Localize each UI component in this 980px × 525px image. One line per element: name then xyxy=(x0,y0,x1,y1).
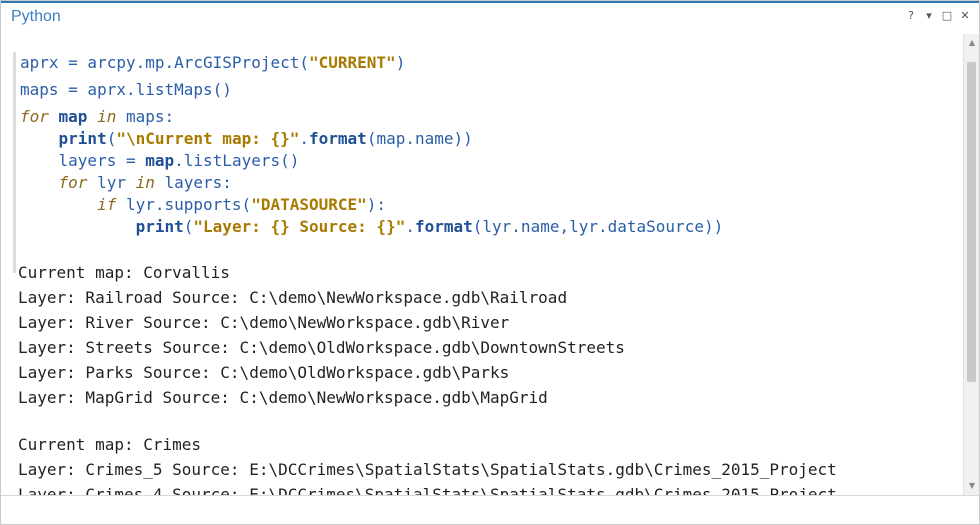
code-text: . xyxy=(299,129,310,148)
code-text: ( xyxy=(106,129,117,148)
console-transcript[interactable]: aprx = arcpy.mp.ArcGISProject("CURRENT")… xyxy=(1,34,963,495)
output-line: Layer: Railroad Source: C:\demo\NewWorks… xyxy=(18,288,568,307)
code-indent xyxy=(20,195,97,214)
code-text: ) xyxy=(395,53,406,72)
output-line: Current map: Corvallis xyxy=(18,263,230,282)
window-title: Python xyxy=(11,8,61,25)
code-line: aprx = arcpy.mp.ArcGISProject("CURRENT") xyxy=(20,52,405,74)
output-line: Layer: Parks Source: C:\demo\OldWorkspac… xyxy=(18,363,510,382)
maximize-icon[interactable]: □ xyxy=(941,9,953,22)
chevron-down-icon[interactable]: ▾ xyxy=(926,9,932,22)
code-text: (map.name)) xyxy=(366,129,473,148)
code-keyword: in xyxy=(135,173,155,192)
output-line: Layer: Crimes_5 Source: E:\DCCrimes\Spat… xyxy=(18,460,837,479)
code-function: print xyxy=(135,217,184,236)
code-line: print("\nCurrent map: {}".format(map.nam… xyxy=(20,128,473,150)
python-input-field[interactable] xyxy=(1,495,979,524)
code-input-block: aprx = arcpy.mp.ArcGISProject("CURRENT")… xyxy=(13,52,959,273)
code-indent xyxy=(20,173,59,192)
code-function: format xyxy=(414,217,473,236)
code-identifier: map xyxy=(48,107,98,126)
help-icon[interactable]: ? xyxy=(908,9,914,22)
code-text: layers: xyxy=(154,173,232,192)
vertical-scrollbar[interactable]: ▲ ▼ xyxy=(963,34,979,495)
code-text: layers = xyxy=(58,151,146,170)
code-text: ( xyxy=(183,217,194,236)
code-line: if lyr.supports("DATASOURCE"): xyxy=(20,194,386,216)
title-bar: Python ? ▾ □ ✕ xyxy=(1,1,979,34)
code-line: for map in maps: xyxy=(20,106,174,128)
output-line: Layer: River Source: C:\demo\NewWorkspac… xyxy=(18,313,510,332)
code-indent xyxy=(20,151,59,170)
output-line: Current map: Crimes xyxy=(18,435,202,454)
output-line: Layer: Crimes_4 Source: E:\DCCrimes\Spat… xyxy=(18,485,837,495)
scrollbar-thumb[interactable] xyxy=(967,62,976,382)
close-icon[interactable]: ✕ xyxy=(960,9,970,22)
code-line: maps = aprx.listMaps() xyxy=(20,79,232,101)
code-function: print xyxy=(58,129,107,148)
code-keyword: in xyxy=(97,107,117,126)
code-text: lyr xyxy=(87,173,136,192)
code-string: "CURRENT" xyxy=(308,53,396,72)
code-line: for lyr in layers: xyxy=(20,172,232,194)
output-line: Layer: MapGrid Source: C:\demo\NewWorksp… xyxy=(18,388,548,407)
scroll-up-icon[interactable]: ▲ xyxy=(968,38,976,47)
code-line: layers = map.listLayers() xyxy=(20,150,300,172)
code-keyword: if xyxy=(97,195,117,214)
code-keyword: for xyxy=(20,107,49,126)
code-identifier: map xyxy=(145,151,175,170)
code-string: "Layer: {} Source: {}" xyxy=(193,217,406,236)
code-text: aprx = arcpy.mp.ArcGISProject( xyxy=(20,53,309,72)
code-string: "DATASOURCE" xyxy=(251,195,367,214)
code-text: . xyxy=(405,217,415,236)
code-text: maps = aprx.listMaps() xyxy=(20,80,232,99)
code-indent xyxy=(20,217,136,236)
code-string: "\nCurrent map: {}" xyxy=(116,129,300,148)
code-keyword: for xyxy=(58,173,88,192)
code-text: lyr.supports( xyxy=(116,195,252,214)
code-text: (lyr.name,lyr.dataSource)) xyxy=(472,217,724,236)
code-text: .listLayers() xyxy=(174,151,300,170)
output-line: Layer: Streets Source: C:\demo\OldWorksp… xyxy=(18,338,625,357)
scroll-down-icon[interactable]: ▼ xyxy=(968,481,976,490)
code-text: maps: xyxy=(116,107,175,126)
code-text: ): xyxy=(366,195,387,214)
code-line: print("Layer: {} Source: {}".format(lyr.… xyxy=(20,216,724,238)
code-function: format xyxy=(309,129,367,148)
window-controls: ? ▾ □ ✕ xyxy=(905,9,971,23)
code-indent xyxy=(20,129,59,148)
